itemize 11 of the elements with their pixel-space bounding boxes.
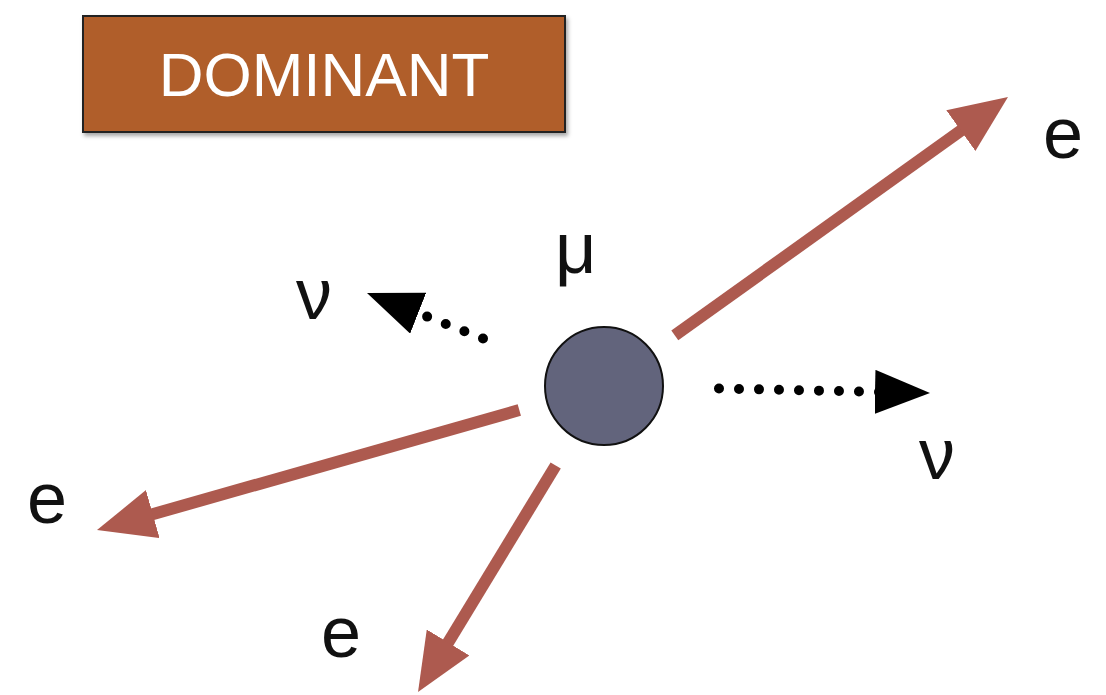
particle-label: e <box>316 596 366 668</box>
dotted-arrow <box>366 292 488 344</box>
arrow <box>418 462 561 693</box>
dotted-arrow <box>714 369 930 414</box>
title-banner: DOMINANT <box>82 15 566 133</box>
particle-label: ν <box>915 418 959 490</box>
arrow <box>97 404 521 539</box>
particle-label: ν <box>292 258 336 330</box>
particle-label: e <box>22 462 72 534</box>
particle-label: e <box>1038 97 1088 169</box>
arrow <box>671 96 1008 341</box>
